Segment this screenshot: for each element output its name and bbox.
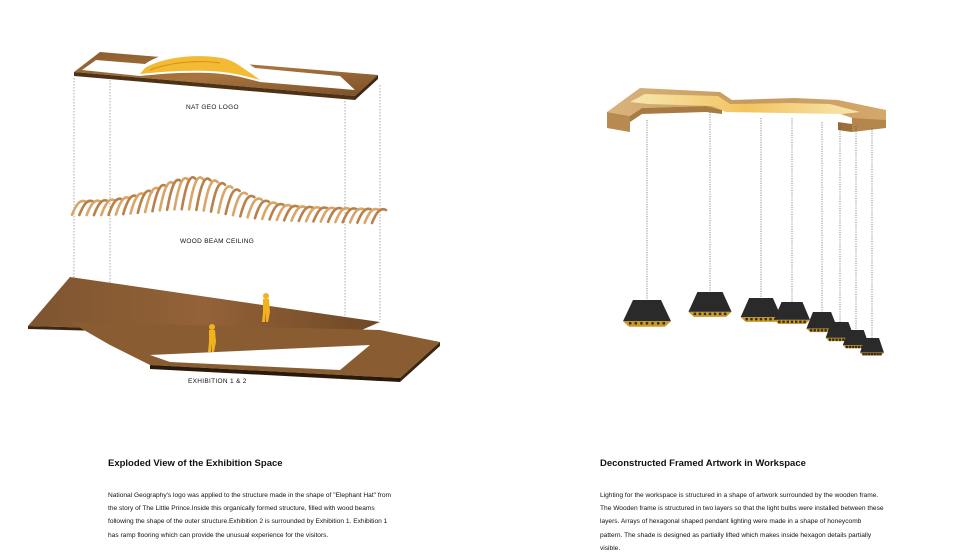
exploded-view-illustration	[28, 50, 440, 382]
wood-beam-ceiling	[70, 176, 388, 225]
label-wood-beam-ceiling: WOOD BEAM CEILING	[180, 238, 255, 245]
framed-artwork-description: Lighting for the workspace is structured…	[600, 492, 884, 552]
label-exhibition: EXHIBITION 1 & 2	[188, 378, 247, 385]
wooden-frame	[607, 88, 886, 132]
exploded-view-title: Exploded View of the Exhibition Space	[108, 458, 283, 469]
pendant-cords	[646, 112, 873, 338]
nat-geo-logo-structure	[74, 50, 378, 100]
framed-artwork-panel: Deconstructed Framed Artwork in Workspac…	[490, 0, 980, 552]
exploded-view-description: National Geography's logo was applied to…	[108, 492, 392, 539]
framed-artwork-illustration	[607, 88, 886, 356]
hexagonal-pendant-lights	[623, 292, 884, 356]
label-nat-geo-logo: NAT GEO LOGO	[186, 104, 239, 111]
exhibition-floor	[28, 277, 440, 382]
exploded-view-panel: NAT GEO LOGO WOOD BEAM CEILING EXHIBITIO…	[0, 0, 490, 552]
visitor-figures	[208, 293, 270, 352]
framed-artwork-title: Deconstructed Framed Artwork in Workspac…	[600, 458, 806, 469]
